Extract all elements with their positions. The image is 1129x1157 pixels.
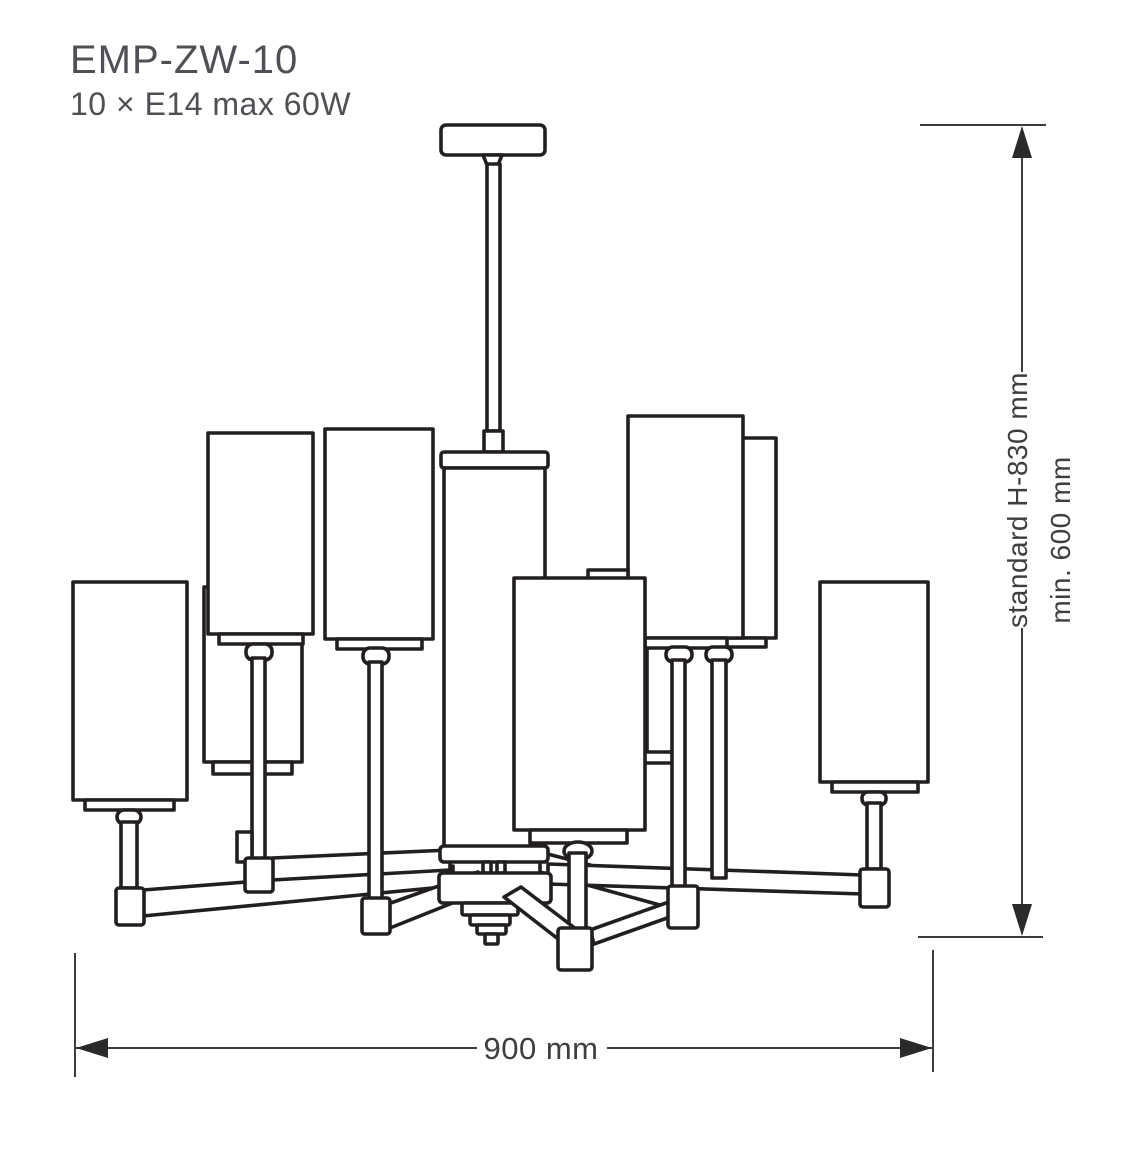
arrow-right-icon — [900, 1038, 932, 1058]
arrow-up-icon — [1012, 126, 1032, 158]
shade-lower-centre-front — [512, 568, 647, 845]
finial — [460, 901, 520, 946]
width-label: 900 mm — [484, 1031, 599, 1066]
ceiling-canopy — [439, 123, 547, 157]
candle-rod-left-1 — [235, 642, 275, 894]
height-min-label: min. 600 mm — [1045, 456, 1076, 623]
shade-upper-right-front — [626, 414, 745, 650]
shade-upper-left-2 — [323, 427, 435, 651]
arrow-left-icon — [76, 1038, 108, 1058]
candle-rod-right-2 — [666, 645, 734, 930]
chandelier-drawing — [71, 123, 930, 972]
candle-rod-right-1 — [664, 645, 694, 892]
dimension-annotations: standard H-830 mm min. 600 mm 900 mm — [74, 124, 1076, 1077]
product-header: EMP-ZW-10 10 × E14 max 60W — [70, 38, 351, 123]
height-standard-label: standard H-830 mm — [1002, 372, 1033, 628]
suspension-stem — [485, 162, 502, 433]
arm-far-right — [546, 862, 865, 896]
column-cap — [439, 450, 550, 470]
product-model: EMP-ZW-10 — [70, 38, 299, 82]
shade-lower-far-right — [818, 580, 930, 909]
arrow-down-icon — [1012, 904, 1032, 936]
lamp-spec: 10 × E14 max 60W — [70, 86, 352, 122]
candle-rod-front — [502, 840, 594, 972]
hub-plate-upper — [438, 844, 550, 864]
shade-lower-far-left — [71, 580, 189, 927]
stem-connector — [482, 429, 505, 454]
shade-upper-left-1 — [206, 431, 315, 646]
candle-rod-left-2 — [360, 646, 392, 936]
